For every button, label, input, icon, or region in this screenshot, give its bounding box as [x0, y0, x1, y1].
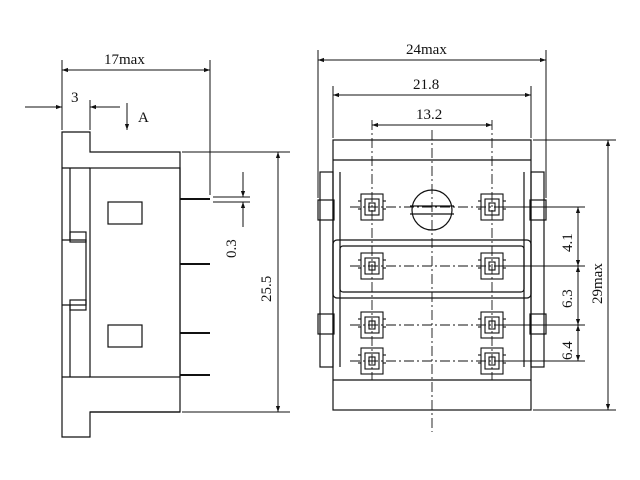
side-view-window-top	[107, 201, 143, 225]
dim-64-label: 6.4	[560, 341, 576, 360]
dim-3-label: 3	[71, 90, 79, 106]
front-view-rail-right	[530, 171, 545, 368]
side-view-body-outline	[61, 131, 181, 438]
front-view-tab-bl	[317, 313, 335, 335]
dim-255-label: 25.5	[259, 276, 275, 302]
dim-24max-label: 24max	[406, 42, 447, 58]
dim-41-label: 4.1	[560, 233, 576, 252]
side-view-inner-panel	[89, 167, 181, 378]
front-view-labels: 24max 21.8 13.2 4.1 6.3 6.4 29max	[406, 42, 606, 360]
front-view-dimensions	[317, 50, 616, 411]
dim-63-label: 6.3	[560, 289, 576, 308]
front-view-tab-br	[529, 313, 547, 335]
side-view-labels: 17max 3 A 0.3 25.5	[71, 52, 275, 302]
side-view	[61, 131, 210, 438]
dim-17max-label: 17max	[104, 52, 145, 68]
side-view-window-bottom	[107, 324, 143, 348]
front-view-tab-tr	[529, 199, 547, 221]
dim-03-label: 0.3	[224, 239, 240, 258]
dim-218-label: 21.8	[413, 77, 439, 93]
side-view-dimensions	[25, 60, 290, 413]
front-view-centerlines	[350, 120, 520, 432]
front-view-tab-tl	[317, 199, 335, 221]
dim-29max-label: 29max	[590, 263, 606, 304]
side-view-clip-notch-top	[69, 231, 87, 243]
side-view-clip-notch-bottom	[69, 299, 87, 311]
dim-132-label: 13.2	[416, 107, 442, 123]
front-view-rail-left	[319, 171, 334, 368]
view-a-label: A	[138, 110, 149, 126]
side-view-clip	[62, 239, 87, 306]
